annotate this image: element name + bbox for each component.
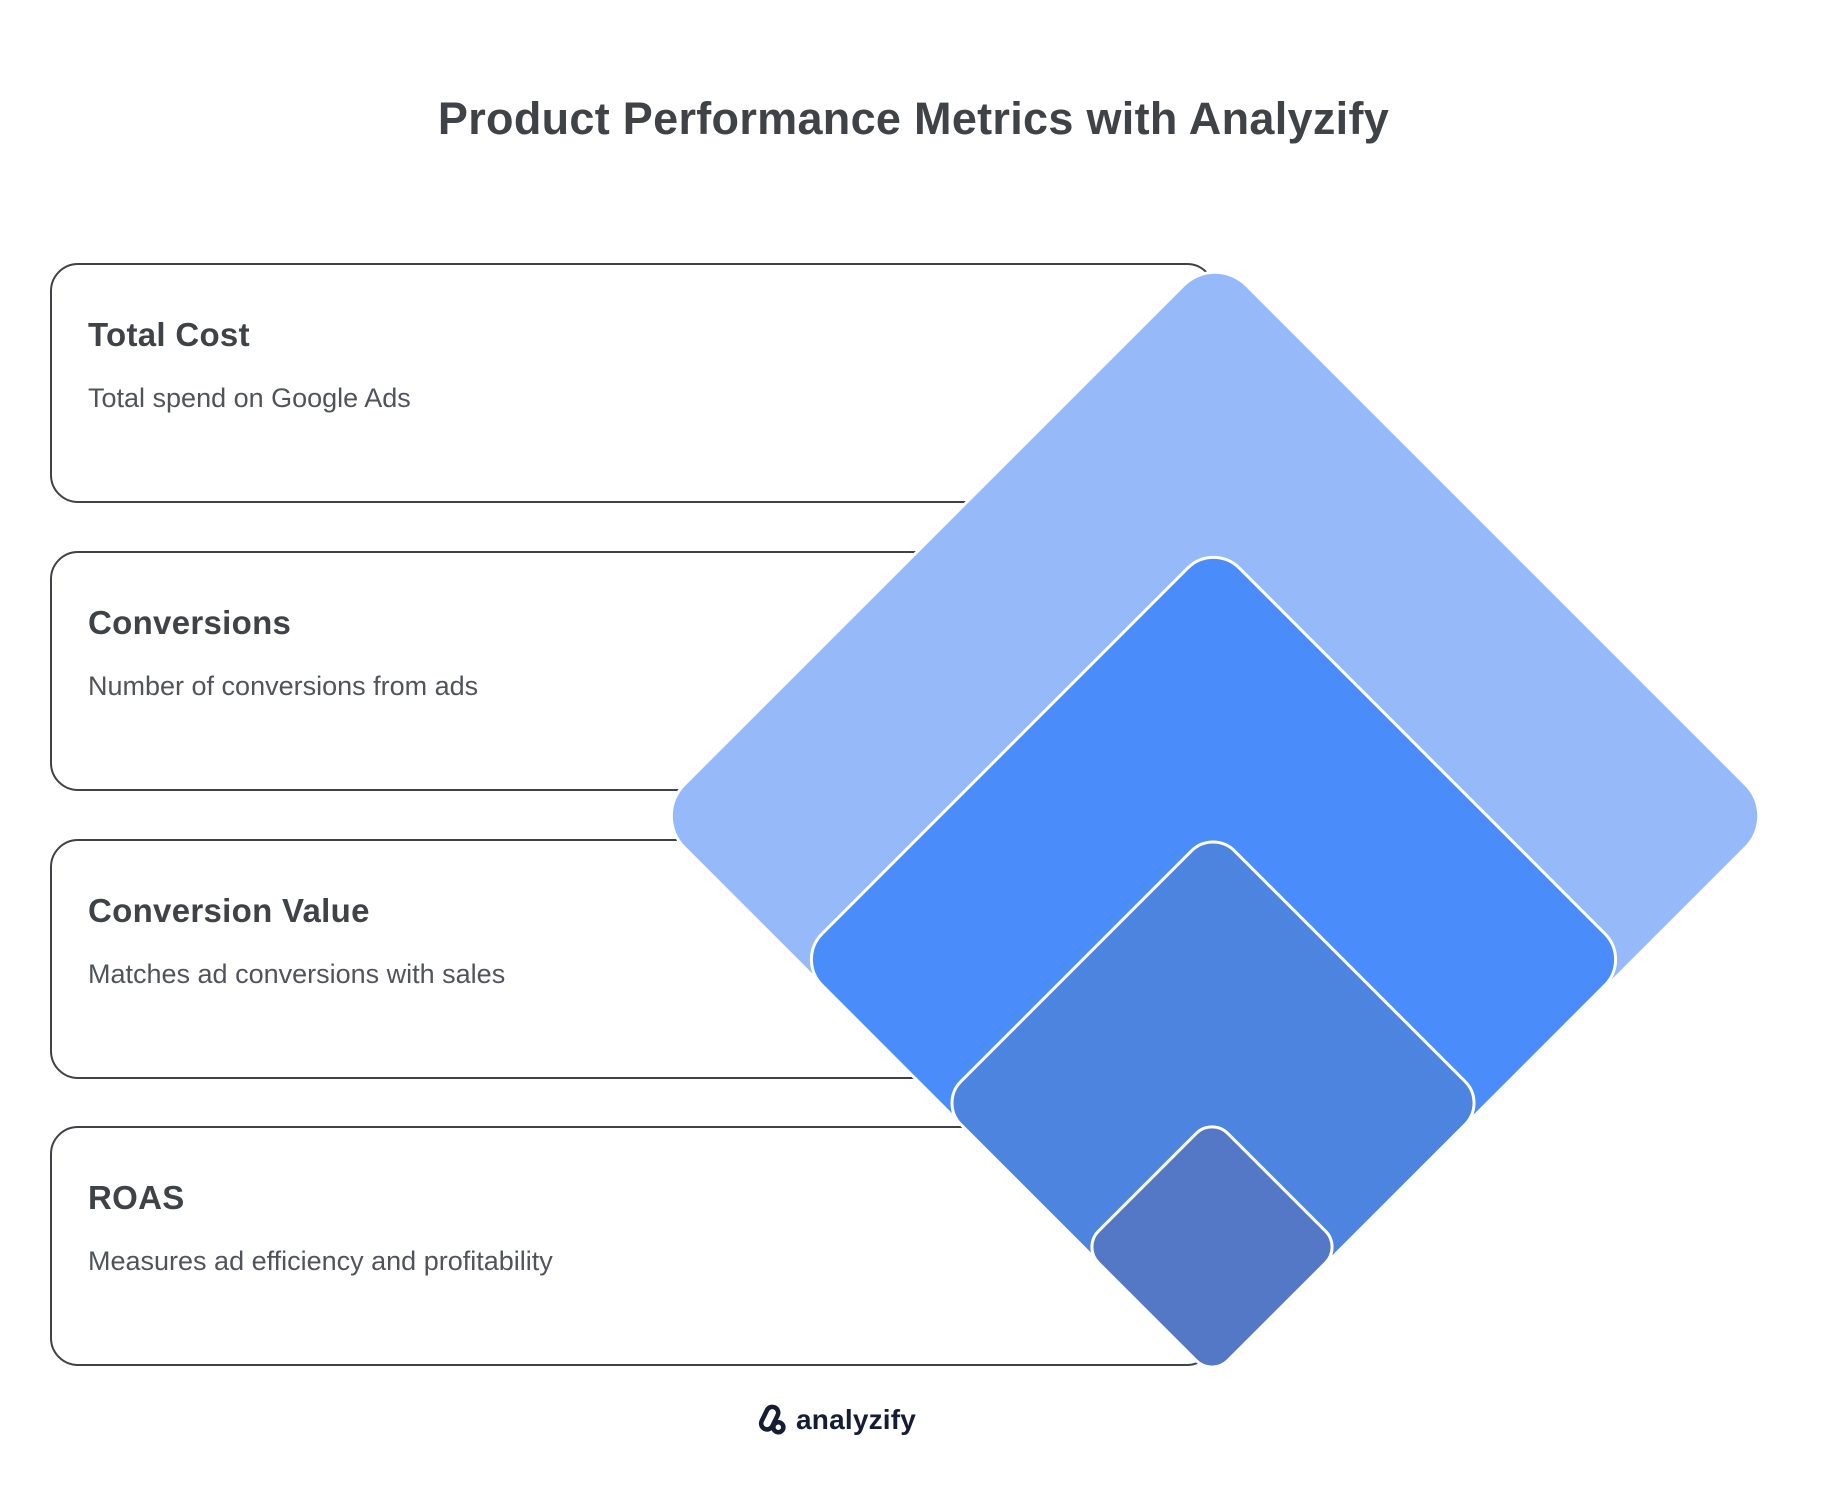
card-title: Conversions xyxy=(88,604,292,641)
analyzify-logo-icon xyxy=(758,1404,786,1435)
card-description: Matches ad conversions with sales xyxy=(88,959,506,989)
card-title: Total Cost xyxy=(88,316,250,353)
card-title: ROAS xyxy=(88,1179,185,1216)
metric-card-total-cost: Total Cost Total spend on Google Ads xyxy=(50,263,1215,503)
page-title: Product Performance Metrics with Analyzi… xyxy=(437,93,1390,144)
brand-name: analyzify xyxy=(796,1404,917,1435)
card-description: Number of conversions from ads xyxy=(88,671,479,701)
card-description: Measures ad efficiency and profitability xyxy=(88,1246,553,1276)
brand-logo: analyzify xyxy=(756,1404,916,1435)
card-description: Total spend on Google Ads xyxy=(88,383,411,413)
card-title: Conversion Value xyxy=(88,892,370,929)
